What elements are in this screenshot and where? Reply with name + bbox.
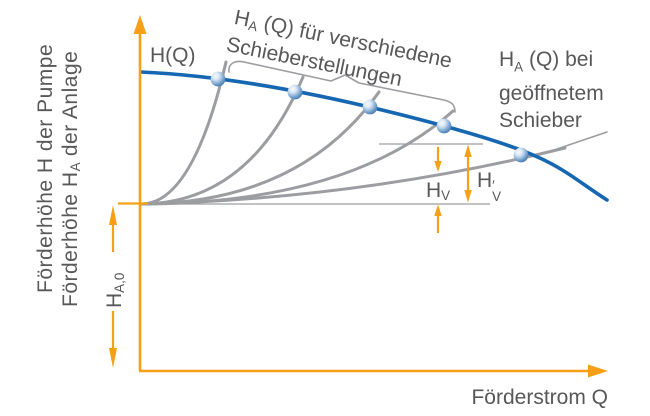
hv-dimension-arrows [434, 147, 442, 233]
valve-group-brace [228, 60, 456, 113]
y-axis-label-system: Förderhöhe HA der Anlage [59, 50, 84, 307]
operating-point-4 [436, 118, 452, 134]
open-valve-label: HA (Q) bei geöffnetem Schieber [499, 48, 604, 133]
system-curve-valve-4 [140, 109, 455, 206]
operating-point-2 [287, 84, 303, 100]
system-curve-valve-open [140, 146, 567, 206]
x-axis-arrow-icon [588, 364, 608, 378]
open-valve-pointer-line [550, 131, 608, 152]
y-axis-label-pump: Förderhöhe H der Pumpe [34, 43, 57, 293]
system-curve-valve-1 [140, 60, 228, 206]
ha0-dimension-arrows [109, 205, 117, 368]
y-axis-arrow-icon [133, 15, 147, 34]
y-axis [133, 15, 147, 371]
hv-label: HV [426, 179, 451, 204]
system-curve-valve-2 [140, 75, 305, 206]
x-axis [139, 364, 608, 378]
operating-point-1 [210, 71, 226, 87]
operating-point-5 [513, 147, 529, 163]
operating-point-markers [210, 71, 529, 163]
pump-curve-label: H(Q) [150, 44, 196, 67]
x-axis-label: Förderstrom Q [471, 386, 608, 409]
hv-prime-label: H′V [477, 169, 502, 205]
operating-point-3 [362, 99, 378, 115]
hv-prime-dimension-arrow [464, 144, 472, 203]
ha0-label: HA,0 [103, 272, 128, 308]
